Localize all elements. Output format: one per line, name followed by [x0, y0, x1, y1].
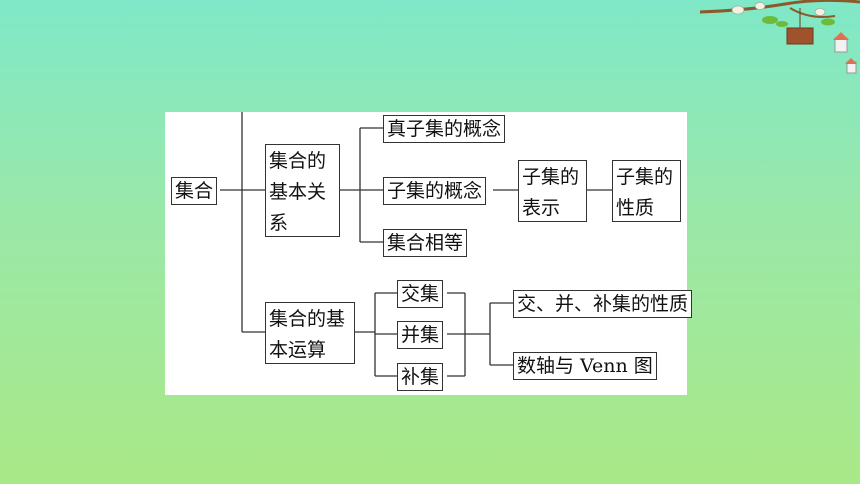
node-subset-representation: 子集的 表示 [518, 160, 587, 222]
concept-map-panel: 集合 集合的 基本关 系 真子集的概念 子集的概念 子集的 表示 子集的 性质 … [165, 112, 693, 395]
node-proper-subset-concept: 真子集的概念 [383, 115, 506, 143]
branch-birds-decoration [699, 0, 860, 74]
node-subset-properties: 子集的 性质 [612, 160, 681, 222]
node-set-equality: 集合相等 [383, 229, 468, 257]
node-basic-operations: 集合的基 本运算 [265, 302, 355, 364]
node-intersection: 交集 [397, 280, 444, 308]
node-number-line-venn: 数轴与 Venn 图 [513, 352, 657, 380]
node-basic-relations: 集合的 基本关 系 [265, 144, 340, 237]
connector-lines [220, 112, 612, 377]
node-set: 集合 [171, 177, 218, 205]
node-subset-concept: 子集的概念 [383, 177, 487, 205]
node-complement: 补集 [397, 363, 444, 391]
node-operation-properties: 交、并、补集的性质 [513, 290, 693, 318]
node-union: 并集 [397, 321, 444, 349]
